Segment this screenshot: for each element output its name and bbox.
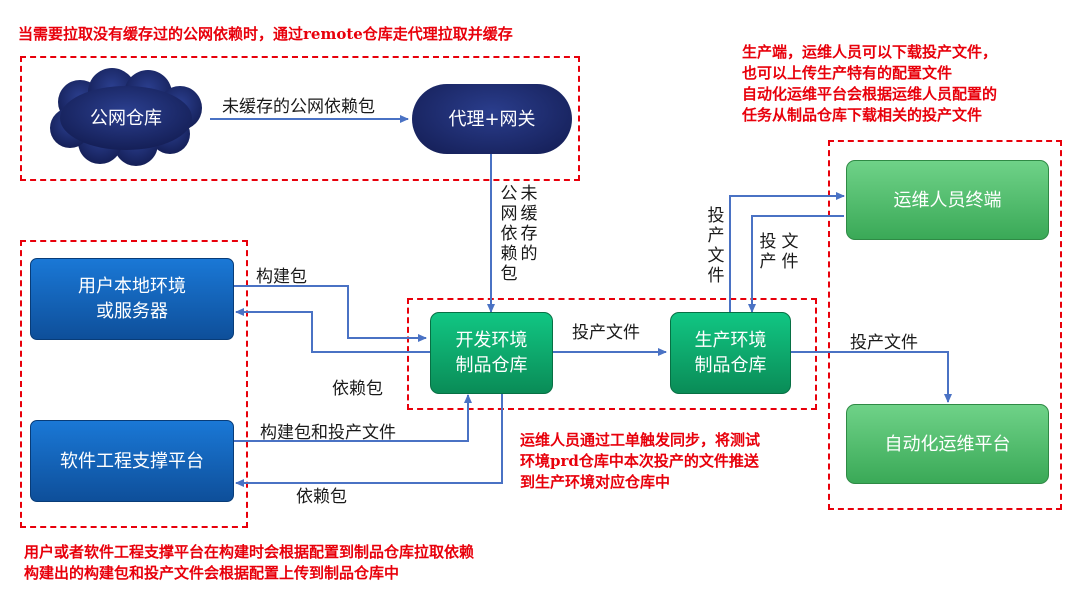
platform-label: 软件工程支撑平台 (60, 450, 204, 472)
dev-repo-node: 开发环境 制品仓库 (430, 312, 553, 394)
arrow-build-release (234, 394, 472, 442)
user-env-label-2: 或服务器 (96, 301, 168, 322)
ops-terminal-label: 运维人员终端 (893, 189, 1002, 211)
arrow-build-pkg (234, 285, 427, 342)
public-group-box (20, 56, 580, 181)
prod-repo-node: 生产环境 制品仓库 (670, 312, 791, 394)
edge-label-build-pkg: 构建包 (256, 267, 307, 287)
prod-repo-label-1: 生产环境 (694, 330, 767, 351)
arrow-deps-platform (235, 394, 503, 487)
edge-label-release-right: 投产文件 (850, 333, 918, 353)
edge-label-uncached-v-col1: 公 网 依 赖 包 (500, 184, 518, 284)
edge-label-ops-down-col2: 文 件 (781, 232, 799, 272)
platform-node: 软件工程支撑平台 (30, 420, 234, 502)
public-repo-node: 公网仓库 (70, 104, 182, 132)
auto-ops-node: 自动化运维平台 (846, 404, 1049, 484)
edge-label-deps-user: 依赖包 (332, 379, 383, 399)
arrow-release-right (790, 351, 952, 403)
dev-repo-label-2: 制品仓库 (455, 355, 528, 376)
proxy-gateway-label: 代理+网关 (448, 108, 536, 130)
proxy-gateway-node: 代理+网关 (412, 84, 572, 154)
edge-label-uncached-v-col2: 未 缓 存 的 (520, 184, 538, 264)
arrow-ops-up (729, 192, 845, 312)
prod-group-box (828, 140, 1062, 510)
user-env-node: 用户本地环境 或服务器 (30, 258, 234, 340)
public-repo-label: 公网仓库 (90, 107, 162, 129)
user-env-label-1: 用户本地环境 (78, 276, 186, 297)
edge-label-build-release: 构建包和投产文件 (260, 423, 396, 443)
arrow-deps-user (235, 308, 440, 353)
client-group-box (20, 240, 248, 528)
edge-label-deps-platform: 依赖包 (296, 487, 347, 507)
auto-ops-label: 自动化运维平台 (884, 433, 1011, 455)
dev-repo-label-1: 开发环境 (455, 330, 528, 351)
ops-terminal-node: 运维人员终端 (846, 160, 1049, 240)
edge-label-uncached-h: 未缓存的公网依赖包 (222, 97, 375, 117)
top-note: 当需要拉取没有缓存过的公网依赖时，通过remote仓库走代理拉取并缓存 (18, 25, 513, 43)
edge-label-release-mid: 投产文件 (572, 323, 640, 343)
bottom-note: 用户或者软件工程支撑平台在构建时会根据配置到制品仓库拉取依赖 构建出的构建包和投… (24, 543, 475, 582)
prod-repo-label-2: 制品仓库 (694, 355, 767, 376)
middle-note: 运维人员通过工单触发同步，将测试 环境prd仓库中本次投产的文件推送 到生产环境… (520, 431, 761, 491)
arrow-ops-down (748, 215, 844, 313)
repo-group-box (407, 298, 817, 410)
edge-label-ops-down-col1: 投 产 (759, 232, 777, 272)
right-note: 生产端，运维人员可以下载投产文件， 也可以上传生产特有的配置文件 自动化运维平台… (742, 43, 998, 124)
edge-label-ops-up: 投 产 文 件 (707, 206, 725, 286)
